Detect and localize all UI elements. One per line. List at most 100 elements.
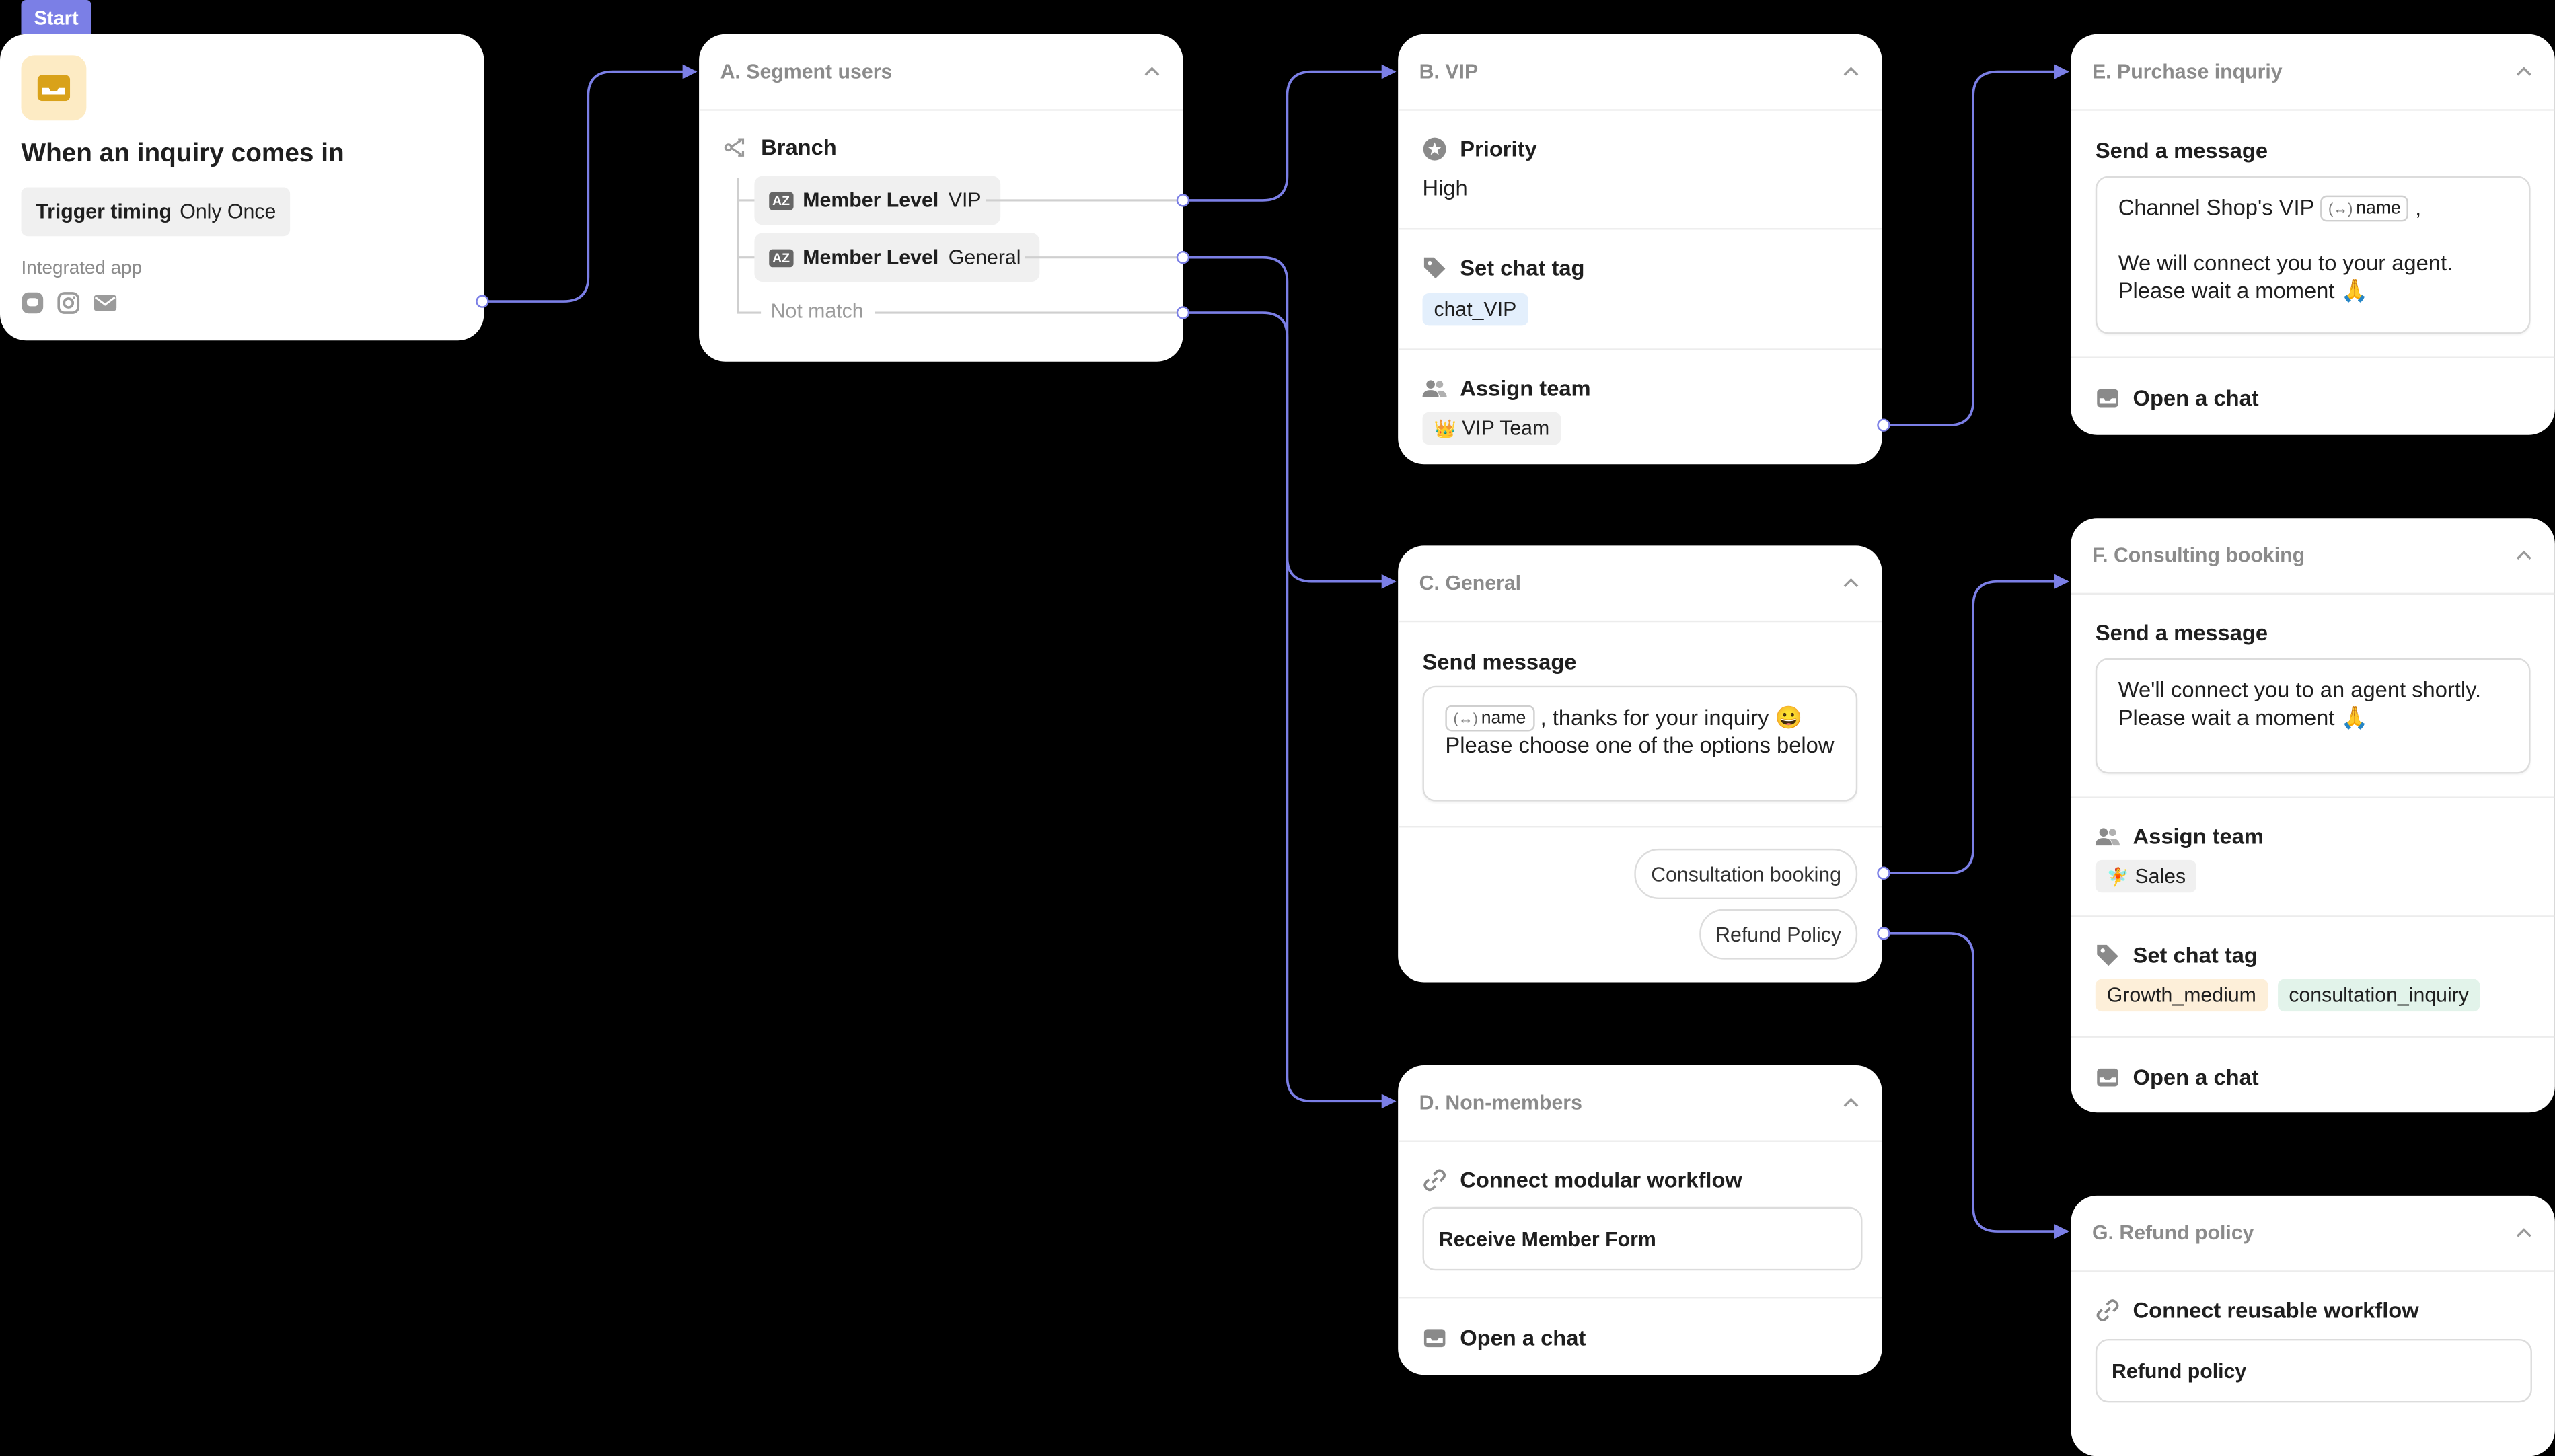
chat-tag-label: Set chat tag [1460,256,1585,280]
segment-users-node[interactable]: A. Segment users Branch AZ Member Level … [699,34,1183,362]
workflow-box[interactable]: Refund policy [2095,1338,2532,1403]
consulting-booking-node[interactable]: F. Consulting booking Send a message We'… [2071,518,2555,1113]
edge-b-to-e [1882,64,2069,426]
chevron-up-icon[interactable] [1843,63,1859,79]
integrated-app-label: Integrated app [21,259,143,279]
node-title: G. Refund policy [2091,1221,2254,1245]
refund-policy-node[interactable]: G. Refund policy Connect reusable workfl… [2071,1195,2555,1456]
edge-general-to-c [1181,256,1397,589]
send-message-section[interactable]: Send message (↔)name , thanks for your i… [1398,622,1882,828]
integrated-apps [21,292,117,315]
message-text-line3: Please wait a moment 🙏 [2118,278,2369,303]
chevron-up-icon[interactable] [2516,547,2532,564]
message-text-line1: We'll connect you to an agent shortly. [2118,677,2482,702]
crown-icon: 👑 [1434,420,1456,440]
priority-value: High [1422,176,1468,200]
chevron-up-icon[interactable] [1843,1095,1859,1111]
variable-chip: (↔)name [2320,195,2409,222]
priority-section[interactable]: Priority High [1398,111,1882,230]
refund-output-port[interactable] [1877,927,1890,940]
instagram-icon [57,292,80,314]
az-icon: AZ [769,191,793,210]
purchase-inquiry-node[interactable]: E. Purchase inquriy Send a message Chann… [2071,34,2555,435]
chat-tag-section[interactable]: Set chat tag chat_VIP [1398,230,1882,350]
node-title: A. Segment users [720,60,893,83]
connect-workflow-section[interactable]: Connect reusable workflow Refund policy [2071,1272,2554,1435]
chevron-up-icon[interactable] [2516,63,2532,79]
message-text: Channel Shop's VIP [2118,195,2314,220]
edge-vip-to-b [1181,64,1397,202]
connect-workflow-section[interactable]: Connect modular workflow Receive Member … [1398,1142,1882,1299]
priority-star-icon [1423,137,1446,161]
connect-workflow-label: Connect modular workflow [1460,1167,1742,1192]
branch-icon [724,138,745,157]
assign-team-label: Assign team [1460,376,1591,401]
chevron-up-icon[interactable] [1843,575,1859,591]
non-members-node[interactable]: D. Non-members Connect modular workflow … [1398,1065,1882,1375]
not-match-label: Not match [767,299,867,323]
trigger-node[interactable]: When an inquiry comes in Trigger timing … [0,34,484,341]
open-chat-section[interactable]: Open a chat [1398,1298,1882,1375]
message-text-comma: , [2415,195,2422,220]
az-icon: AZ [769,248,793,267]
message-box[interactable]: (↔)name , thanks for your inquiry 😀 Plea… [1422,685,1858,802]
workflow-box[interactable]: Receive Member Form [1422,1206,1863,1271]
edge-notmatch-to-d [1181,311,1397,1109]
open-chat-label: Open a chat [2133,386,2259,411]
node-header[interactable]: F. Consulting booking [2071,518,2555,595]
node-header[interactable]: B. VIP [1398,34,1882,111]
edge-refund-to-g [1882,932,2069,1239]
send-message-label: Send message [1422,650,1577,675]
trigger-timing-chip[interactable]: Trigger timing Only Once [21,187,291,237]
message-box[interactable]: Channel Shop's VIP (↔)name , We will con… [2095,176,2531,334]
edge-start-to-segment [482,64,698,303]
assign-team-label: Assign team [2133,824,2264,849]
open-chat-label: Open a chat [2133,1065,2259,1090]
edge-consult-to-f [1882,574,2069,875]
chevron-up-icon[interactable] [2516,1225,2532,1241]
node-header[interactable]: D. Non-members [1398,1065,1882,1142]
tag-icon [1423,257,1446,279]
node-header[interactable]: E. Purchase inquriy [2071,34,2555,111]
condition-field: Member Level [803,188,939,212]
team-chip: 🧚 Sales [2095,859,2198,893]
team-name: Sales [2135,865,2186,888]
node-title: D. Non-members [1419,1091,1582,1114]
node-header[interactable]: C. General [1398,545,1882,623]
vip-output-port[interactable] [1176,194,1190,207]
team-name: VIP Team [1462,417,1550,440]
general-output-port[interactable] [1176,251,1190,264]
general-node[interactable]: C. General Send message (↔)name , thanks… [1398,545,1882,983]
start-output-port[interactable] [476,295,489,308]
trigger-timing-value: Only Once [180,200,276,223]
assign-team-section[interactable]: Assign team 🧚 Sales [2071,798,2555,917]
chat-tag-section[interactable]: Set chat tag Growth_medium consultation_… [2071,917,2555,1038]
link-icon [1423,1169,1446,1192]
condition-vip[interactable]: AZ Member Level VIP [754,176,1001,225]
vip-node[interactable]: B. VIP Priority High Set chat tag chat_V… [1398,34,1882,465]
consultation-output-port[interactable] [1877,866,1890,880]
team-icon [2095,828,2120,846]
not-match-output-port[interactable] [1176,306,1190,319]
trigger-timing-label: Trigger timing [36,200,172,223]
assign-team-section[interactable]: Assign team 👑 VIP Team [1398,350,1882,465]
send-message-section[interactable]: Send a message Channel Shop's VIP (↔)nam… [2071,111,2555,358]
open-chat-section[interactable]: Open a chat [2071,1038,2554,1112]
start-badge: Start [21,0,91,34]
chat-tag-chip: Growth_medium [2095,979,2268,1012]
option-consultation-booking[interactable]: Consultation booking [1634,848,1858,899]
option-refund-policy[interactable]: Refund Policy [1699,909,1858,960]
connect-workflow-label: Connect reusable workflow [2133,1298,2419,1323]
node-header[interactable]: A. Segment users [699,34,1183,111]
team-icon [1422,380,1447,397]
node-title: B. VIP [1419,60,1479,83]
inbox-icon [2097,1068,2118,1087]
node-header[interactable]: G. Refund policy [2071,1196,2555,1272]
chevron-up-icon[interactable] [1144,63,1160,79]
condition-general[interactable]: AZ Member Level General [754,233,1040,282]
send-message-section[interactable]: Send a message We'll connect you to an a… [2071,595,2555,798]
message-box[interactable]: We'll connect you to an agent shortly. P… [2095,658,2531,774]
open-chat-section[interactable]: Open a chat [2071,358,2554,435]
vip-node-output-port[interactable] [1877,418,1890,432]
